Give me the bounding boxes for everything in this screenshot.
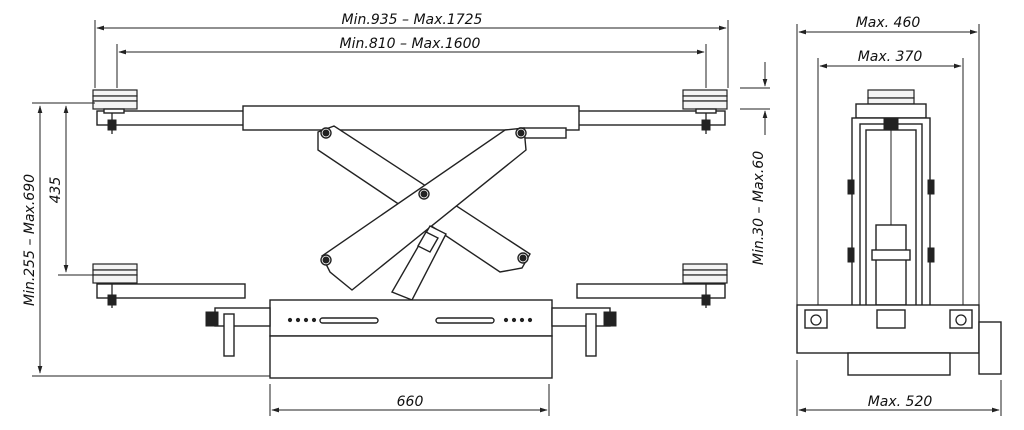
side-base-dimension: Max. 520: [796, 360, 1002, 416]
stroke-label: 435: [48, 177, 64, 204]
lower-arm-assembly: [92, 263, 728, 308]
scissor-mechanism: [317, 125, 531, 301]
side-view: Max. 460 Max. 370: [796, 15, 1002, 416]
side-frame: [796, 89, 1002, 376]
front-view: Min.935 – Max.1725 Min.810 – Max.1600: [22, 12, 770, 416]
base-length-dimension: 660: [269, 384, 550, 416]
height-range-label: Min.255 – Max.690: [22, 174, 38, 306]
side-overall-dimension: Max. 460: [796, 15, 980, 305]
pad-width-label: Min.810 – Max.1600: [340, 36, 481, 52]
stroke-dimension: 435: [48, 102, 93, 276]
pad-adjust-dimension: Min.30 – Max.60: [740, 62, 770, 265]
height-range-dimension: Min.255 – Max.690: [22, 102, 270, 377]
overall-width-dimension: Min.935 – Max.1725: [94, 12, 729, 88]
pad-adjust-label: Min.30 – Max.60: [751, 151, 767, 265]
side-inner-label: Max. 370: [858, 49, 923, 65]
side-inner-dimension: Max. 370: [817, 49, 964, 305]
overall-width-label: Min.935 – Max.1725: [342, 12, 483, 28]
side-base-label: Max. 520: [868, 394, 933, 410]
upper-arm-assembly: [92, 89, 728, 139]
side-overall-label: Max. 460: [856, 15, 921, 31]
base-frame: [205, 299, 617, 379]
pad-width-dimension: Min.810 – Max.1600: [116, 36, 707, 88]
base-length-label: 660: [397, 394, 424, 410]
